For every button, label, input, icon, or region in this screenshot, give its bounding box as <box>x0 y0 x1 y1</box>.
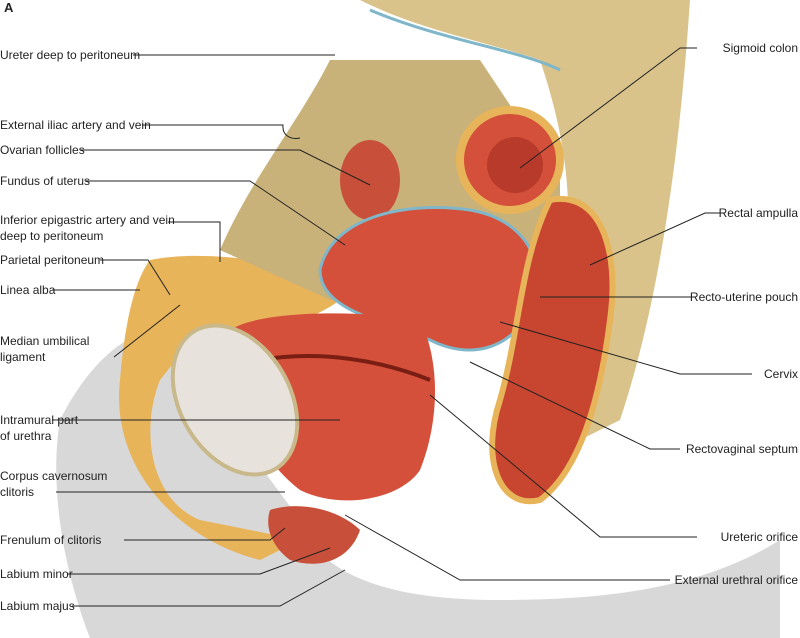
label-text: Sigmoid colon <box>722 41 798 55</box>
label-text: Rectal ampulla <box>718 206 798 220</box>
label-external-urethral-orifice: External urethral orifice <box>675 572 798 588</box>
label-text: Frenulum of clitoris <box>0 533 102 547</box>
leader-external-iliac <box>142 124 301 139</box>
label-parietal-peritoneum: Parietal peritoneum <box>0 252 104 268</box>
label-text: Fundus of uterus <box>0 174 91 188</box>
label-text: Linea alba <box>0 283 56 297</box>
label-ureteric-orifice: Ureteric orifice <box>721 529 798 545</box>
abdominal-wall <box>119 255 340 561</box>
label-ureter: Ureter deep to peritoneum <box>0 47 140 63</box>
leader-labium-majus <box>72 569 346 607</box>
label-rectovaginal-septum: Rectovaginal septum <box>686 441 798 457</box>
label-labium-majus: Labium majus <box>0 598 75 614</box>
label-recto-uterine-pouch: Recto-uterine pouch <box>690 289 798 305</box>
thigh-skin <box>56 330 780 638</box>
label-fundus: Fundus of uterus <box>0 173 90 189</box>
vulva-shape <box>268 506 360 564</box>
label-text: ligament <box>0 350 46 364</box>
label-text: Corpus cavernosum <box>0 469 108 483</box>
label-text: Intramural part <box>0 413 79 427</box>
label-external-iliac: External iliac artery and vein <box>0 117 151 133</box>
label-inferior-epigastric: Inferior epigastric artery and vein deep … <box>0 212 175 244</box>
leader-rectovaginal-septum <box>469 361 680 450</box>
leader-labium-minor <box>68 547 331 575</box>
label-text: Ovarian follicles <box>0 143 85 157</box>
label-text: Recto-uterine pouch <box>689 290 798 304</box>
label-text: Labium majus <box>0 599 75 613</box>
label-intramural-urethra: Intramural part of urethra <box>0 412 78 444</box>
label-sigmoid-colon: Sigmoid colon <box>723 40 798 56</box>
label-labium-minor: Labium minor <box>0 566 73 582</box>
label-text: External urethral orifice <box>674 573 798 587</box>
leader-median-umbilical <box>113 304 181 358</box>
leader-ureteric-orifice <box>429 394 697 538</box>
leader-external-urethral-orifice <box>344 514 670 581</box>
label-text: Median umbilical <box>0 334 90 348</box>
leader-cervix <box>499 321 752 375</box>
label-ovarian-follicles: Ovarian follicles <box>0 142 85 158</box>
label-text: Ureter deep to peritoneum <box>0 48 141 62</box>
label-linea-alba: Linea alba <box>0 282 55 298</box>
label-corpus-cavernosum: Corpus cavernosum clitoris <box>0 468 107 500</box>
rectum-shape <box>489 195 616 505</box>
label-frenulum: Frenulum of clitoris <box>0 532 101 548</box>
leader-parietal-peritoneum <box>100 259 171 296</box>
panel-letter: A <box>4 0 14 15</box>
label-text: Ureteric orifice <box>720 530 798 544</box>
leader-fundus <box>86 180 346 246</box>
label-text: Inferior epigastric artery and vein <box>0 213 175 227</box>
label-text: External iliac artery and vein <box>0 118 151 132</box>
label-text: Parietal peritoneum <box>0 253 105 267</box>
label-text: deep to peritoneum <box>0 229 104 243</box>
label-rectal-ampulla: Rectal ampulla <box>719 205 798 221</box>
label-text: Cervix <box>763 367 798 381</box>
label-text: of urethra <box>0 429 52 443</box>
leader-frenulum <box>124 527 286 541</box>
leader-rectal-ampulla <box>589 212 725 266</box>
label-cervix: Cervix <box>764 366 798 382</box>
label-text: clitoris <box>0 485 35 499</box>
leader-ovarian-follicles <box>80 149 371 186</box>
leader-sigmoid-colon <box>519 47 697 169</box>
pubic-bone <box>170 323 300 477</box>
label-median-umbilical: Median umbilical ligament <box>0 333 89 365</box>
ovary-shape <box>340 140 400 220</box>
label-text: Rectovaginal septum <box>685 442 798 456</box>
label-text: Labium minor <box>0 567 73 581</box>
leader-inferior-epigastric <box>168 221 221 262</box>
